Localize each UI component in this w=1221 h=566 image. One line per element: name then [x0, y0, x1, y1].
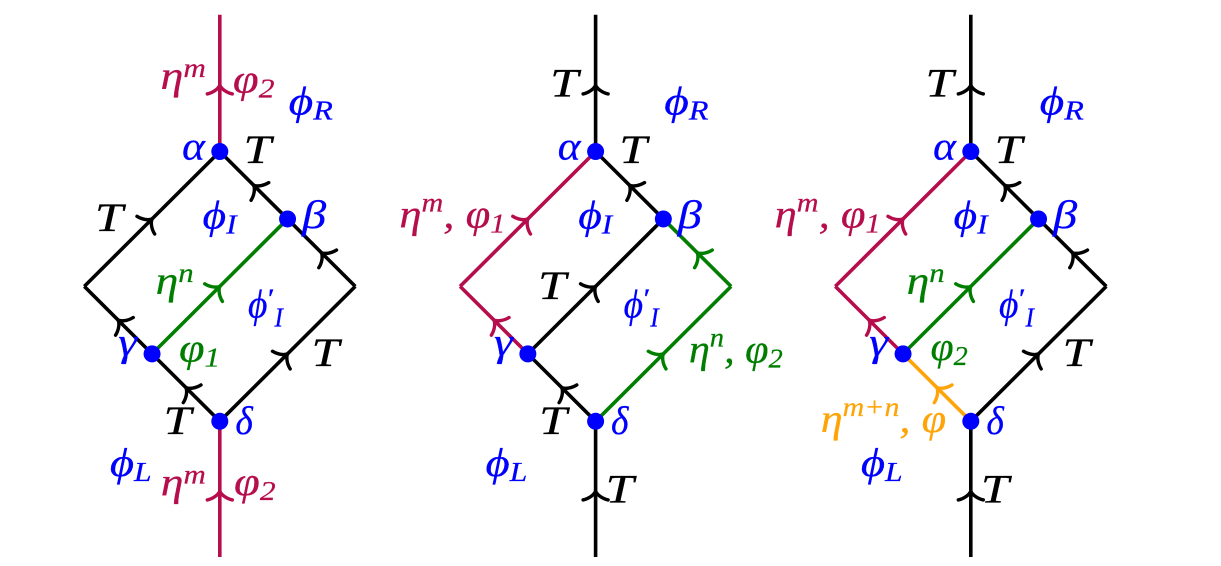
svg-text:δ: δ [611, 399, 629, 443]
svg-text:ϕR: ϕR [289, 79, 333, 126]
svg-text:T: T [95, 195, 127, 240]
svg-text:T: T [1063, 331, 1094, 375]
svg-text:ϕ′I: ϕ′I [999, 283, 1035, 333]
svg-text:T: T [995, 128, 1026, 172]
svg-text:γ: γ [118, 320, 139, 365]
svg-text:φ2: φ2 [233, 58, 275, 104]
svg-text:ϕR: ϕR [1040, 79, 1084, 126]
svg-text:ϕI: ϕI [203, 194, 238, 240]
svg-text:T: T [163, 399, 194, 443]
svg-text:φ2: φ2 [234, 460, 276, 506]
svg-text:γ: γ [494, 320, 515, 365]
svg-text:T: T [981, 466, 1013, 511]
svg-text:T: T [244, 127, 275, 171]
svg-text:φ2: φ2 [930, 325, 967, 371]
svg-text:ϕL: ϕL [110, 441, 152, 487]
svg-text:ϕ′I: ϕ′I [624, 283, 660, 333]
svg-text:ηn, φ2: ηn, φ2 [689, 323, 783, 374]
svg-text:β: β [677, 193, 702, 237]
svg-text:T: T [925, 61, 957, 106]
svg-text:ηn: ηn [156, 259, 194, 304]
svg-text:ηm, φ1: ηm, φ1 [775, 189, 881, 239]
svg-text:ηm, φ1: ηm, φ1 [399, 189, 505, 239]
svg-text:ηm+n, φ: ηm+n, φ [821, 393, 946, 441]
svg-text:δ: δ [235, 399, 253, 443]
svg-text:α: α [558, 125, 582, 169]
svg-text:ηn: ηn [907, 259, 945, 304]
svg-text:T: T [606, 466, 638, 511]
svg-text:ϕL: ϕL [861, 441, 903, 487]
svg-text:δ: δ [986, 399, 1004, 443]
svg-text:ϕI: ϕI [578, 194, 613, 240]
svg-text:φ1: φ1 [179, 326, 220, 373]
svg-text:α: α [182, 125, 206, 169]
svg-text:ϕL: ϕL [486, 441, 528, 487]
svg-text:γ: γ [869, 320, 890, 365]
svg-text:ϕ′I: ϕ′I [248, 283, 284, 333]
svg-text:α: α [933, 125, 957, 169]
svg-text:T: T [312, 331, 343, 375]
svg-text:ηm: ηm [161, 54, 206, 98]
svg-text:ηm: ηm [161, 460, 206, 505]
svg-text:T: T [550, 61, 582, 106]
svg-text:β: β [301, 193, 326, 237]
svg-text:T: T [538, 263, 570, 308]
svg-text:T: T [539, 399, 570, 443]
svg-text:ϕI: ϕI [954, 194, 989, 240]
svg-text:β: β [1052, 193, 1077, 237]
svg-text:ϕR: ϕR [664, 79, 708, 126]
svg-text:T: T [619, 128, 650, 172]
